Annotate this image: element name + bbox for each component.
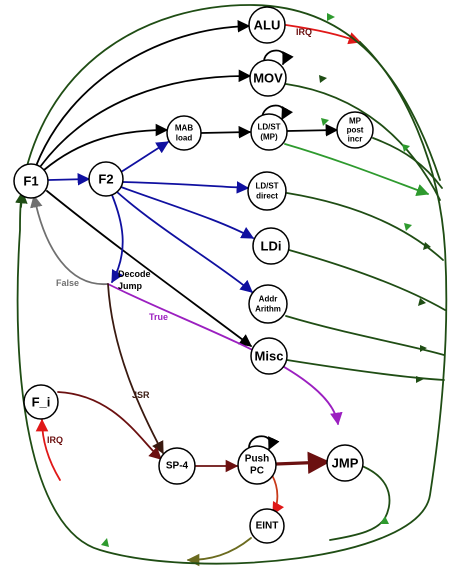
- arrow-mark-6: [423, 242, 431, 250]
- node-addr-line2: Arithm: [255, 305, 281, 314]
- node-addr-arithm: Addr Arithm: [248, 284, 288, 324]
- arrow-mark-9: [416, 376, 424, 383]
- node-push-line1: Push: [245, 454, 269, 465]
- edges: [15, 4, 448, 567]
- edge-f1-f2: [48, 172, 91, 186]
- edge-f1-mov: [39, 69, 252, 168]
- edge-jsr-sp4: [107, 283, 164, 455]
- edge-mppost-return: [372, 137, 443, 189]
- label-true: True: [149, 312, 168, 322]
- node-mab-line1: MAB: [175, 124, 193, 133]
- node-alu: ALU: [248, 6, 286, 44]
- label-false: False: [56, 278, 79, 288]
- edge-eint-f1: [186, 537, 252, 567]
- node-mp-post-incr: MP post incr: [336, 111, 374, 149]
- node-f1-label: F1: [23, 174, 38, 189]
- node-ldst-mp: LD/ST (MP): [250, 113, 288, 151]
- label-jsr: JSR: [132, 390, 150, 400]
- node-ldstdirect-line1: LD/ST: [255, 182, 278, 191]
- edge-f1-misc: [46, 190, 253, 347]
- edge-f1-alu: [35, 19, 251, 167]
- edge-push-jmp: [274, 451, 331, 474]
- node-mov: MOV: [249, 59, 287, 97]
- node-ldst-direct: LD/ST direct: [247, 171, 287, 211]
- node-mppost-line3: incr: [348, 135, 363, 144]
- node-eint: EINT: [249, 508, 285, 544]
- edge-ldstdirect-return: [286, 192, 444, 261]
- node-f2-label: F2: [98, 172, 113, 187]
- node-f1: F1: [13, 163, 49, 199]
- arrow-mark-5: [404, 223, 412, 231]
- edge-mov-self: [263, 49, 294, 66]
- edge-f2-addr: [116, 191, 253, 293]
- node-mov-label: MOV: [253, 71, 283, 86]
- edge-mov-return: [285, 83, 441, 201]
- edge-push-eint: [271, 474, 285, 516]
- arrow-mark-4: [402, 144, 410, 152]
- edge-return-arrow: [15, 190, 28, 208]
- node-f2: F2: [88, 161, 124, 197]
- edge-f2-mab: [120, 141, 170, 173]
- node-sp4-label: SP-4: [166, 461, 189, 472]
- node-push-line2: PC: [250, 466, 264, 477]
- edge-return-top: [19, 4, 441, 201]
- edge-f1-irq-fi: [35, 418, 61, 481]
- arrow-mark-7: [418, 298, 426, 306]
- node-fi-label: F_i: [32, 395, 51, 410]
- node-ldi-label: LDi: [261, 239, 282, 254]
- label-decode-line1: Decode: [118, 269, 151, 279]
- arrow-mark-8: [420, 345, 427, 352]
- node-eint-label: EINT: [256, 521, 279, 532]
- edge-ldstmp-return: [284, 143, 430, 196]
- arrow-mark-3: [321, 118, 329, 126]
- edge-push-self: [248, 435, 280, 451]
- node-misc-label: Misc: [255, 349, 284, 364]
- node-misc: Misc: [250, 337, 288, 375]
- node-ldstdirect-line2: direct: [256, 192, 278, 201]
- label-irq-alu: IRQ: [296, 27, 312, 37]
- edge-false-f1: [30, 194, 109, 285]
- node-jmp: JMP: [326, 444, 364, 482]
- edge-fi-sp4: [57, 391, 162, 460]
- arrow-mark-1: [327, 13, 335, 21]
- arrow-mark-2: [319, 75, 327, 83]
- node-alu-label: ALU: [254, 18, 281, 33]
- node-mppost-line2: post: [347, 126, 364, 135]
- arrow-mark-11: [101, 538, 109, 547]
- node-addr-line1: Addr: [259, 295, 278, 304]
- edge-f2-decode: [111, 194, 124, 284]
- edge-return-bus: [16, 41, 448, 565]
- edge-ldstmp-mppost: [286, 123, 339, 137]
- edge-f2-ldstdirect: [122, 181, 250, 194]
- edge-labels: IRQ Decode Jump False True JSR IRQ: [47, 27, 312, 445]
- node-mab-line2: load: [176, 134, 193, 143]
- node-mppost-line1: MP: [349, 117, 362, 126]
- node-ldi: LDi: [252, 227, 290, 265]
- arrow-mark-10: [380, 516, 389, 524]
- edge-misc-return: [286, 359, 445, 381]
- node-jmp-label: JMP: [332, 456, 359, 471]
- edge-f2-ldi: [120, 186, 255, 239]
- edge-true-jmp: [107, 283, 343, 426]
- node-ldstmp-line2: (MP): [260, 133, 278, 142]
- node-push-pc: Push PC: [237, 445, 277, 485]
- node-ldstmp-line1: LD/ST: [257, 123, 280, 132]
- edge-ldi-return: [288, 249, 446, 311]
- label-decode-line2: Jump: [118, 281, 143, 291]
- node-f-i: F_i: [23, 384, 59, 420]
- node-sp-4: SP-4: [158, 447, 196, 485]
- node-mab-load: MAB load: [166, 115, 202, 151]
- edge-addr-return: [285, 315, 445, 356]
- edge-mab-ldstmp: [200, 125, 252, 139]
- label-irq-fi: IRQ: [47, 435, 63, 445]
- edge-f1-mab: [43, 123, 169, 171]
